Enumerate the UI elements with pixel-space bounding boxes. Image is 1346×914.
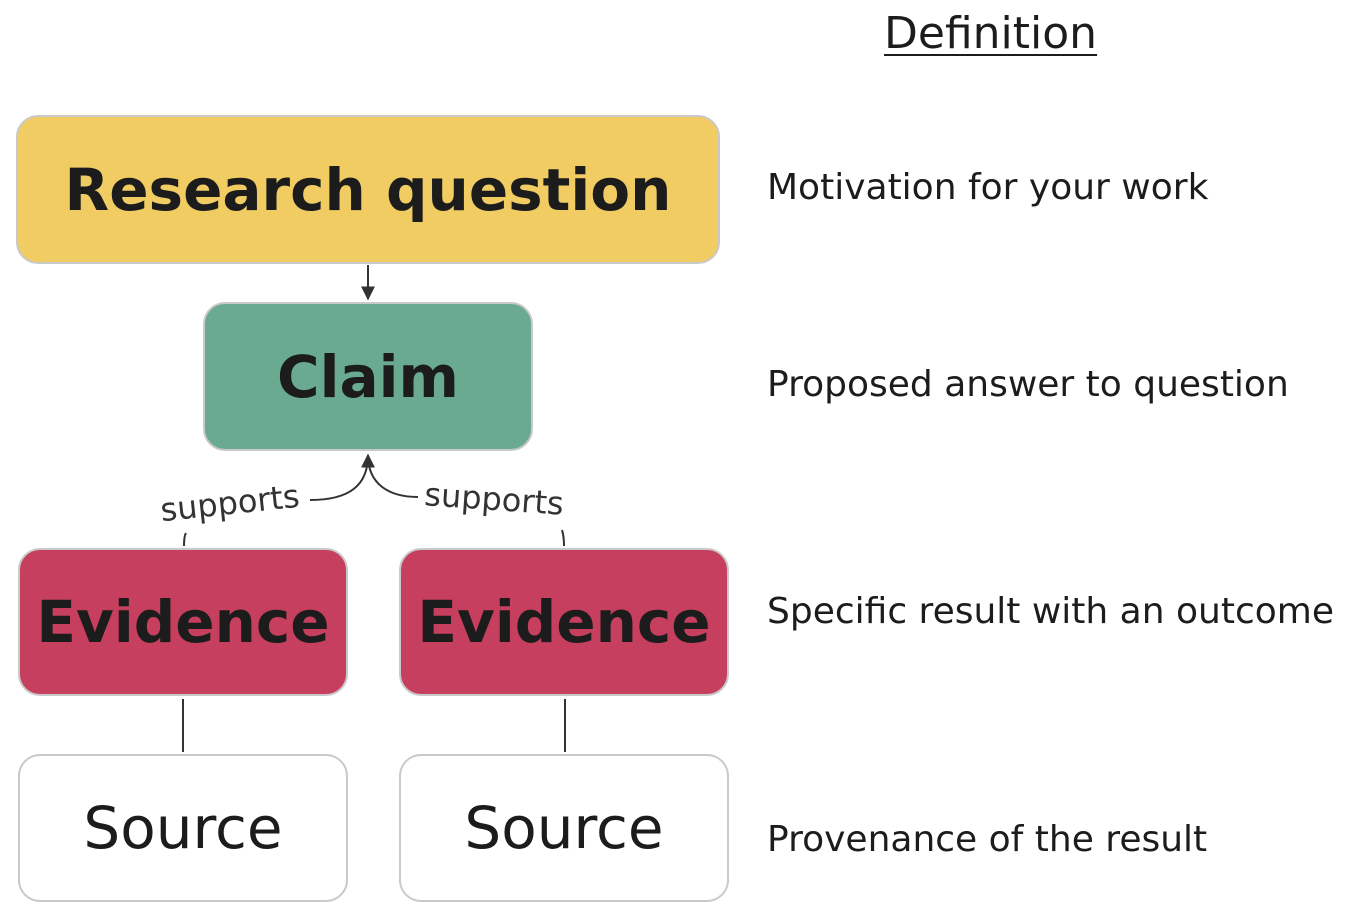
source-node-left[interactable]: Source <box>18 754 348 902</box>
left-supports-label: supports <box>159 477 302 529</box>
definition-source: Provenance of the result <box>767 819 1208 860</box>
evidence-node-right[interactable]: Evidence <box>399 548 729 696</box>
source-node-right[interactable]: Source <box>399 754 729 902</box>
research-question-node[interactable]: Research question <box>16 115 720 264</box>
source-left-label: Source <box>83 794 283 862</box>
research-question-label: Research question <box>64 155 672 224</box>
left-supports-connector <box>183 454 369 547</box>
evidence-node-left[interactable]: Evidence <box>18 548 348 696</box>
definition-evidence: Specific result with an outcome <box>767 591 1334 632</box>
right-supports-label: supports <box>423 475 565 523</box>
definition-heading: Definition <box>884 8 1098 59</box>
claim-label: Claim <box>277 342 459 411</box>
claim-node[interactable]: Claim <box>203 302 533 451</box>
source-right-label: Source <box>464 794 664 862</box>
definition-research-question: Motivation for your work <box>767 167 1209 208</box>
definition-claim: Proposed answer to question <box>767 364 1289 405</box>
evidence-left-label: Evidence <box>36 588 330 656</box>
evidence-right-label: Evidence <box>417 588 711 656</box>
right-supports-connector <box>368 455 565 547</box>
